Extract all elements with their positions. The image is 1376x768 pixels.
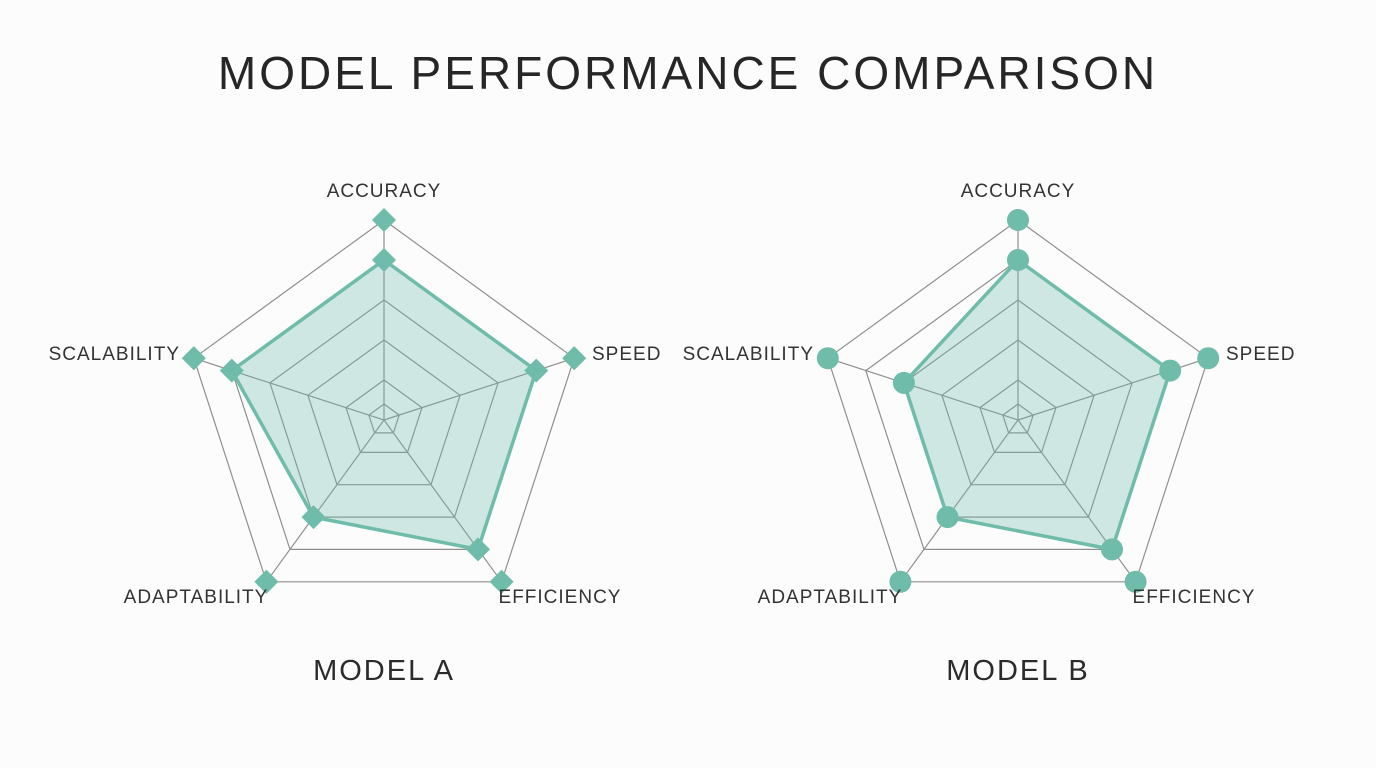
- axis-label-accuracy: ACCURACY: [327, 181, 442, 202]
- diamond-marker: [181, 346, 206, 371]
- diamond-marker: [371, 247, 397, 273]
- circle-marker: [1159, 359, 1182, 382]
- grid-ring: [368, 403, 400, 434]
- grid-ring: [193, 219, 575, 583]
- axis-label-speed: SPEED: [592, 344, 661, 365]
- grid-ring: [827, 219, 1209, 583]
- circle-marker: [892, 371, 915, 394]
- circle-marker: [816, 347, 839, 370]
- grid-ring: [345, 379, 423, 453]
- axis-label-efficiency: EFFICIENCY: [499, 587, 622, 608]
- grid-ring: [307, 339, 461, 486]
- axis-label-speed: SPEED: [1226, 344, 1295, 365]
- axis-spoke: [827, 357, 1019, 421]
- axis-label-scalability: SCALABILITY: [683, 344, 814, 365]
- circle-marker: [936, 506, 959, 529]
- axis-spoke: [899, 419, 1019, 583]
- circle-marker: [1124, 570, 1147, 593]
- data-polygon: [902, 258, 1172, 552]
- radar-chart-model-a: ACCURACY SPEED EFFICIENCY ADAPTABILITY SCALA…: [40, 150, 728, 710]
- diamond-marker: [219, 358, 244, 383]
- chart-caption-model-a: MODEL A: [313, 655, 455, 687]
- axis-label-adaptability: ADAPTABILITY: [758, 587, 903, 608]
- grid-ring: [903, 299, 1133, 518]
- axis-spoke: [265, 419, 385, 583]
- diamond-marker: [371, 207, 397, 233]
- radar-svg-model-a: ACCURACY SPEED EFFICIENCY ADAPTABILITY SCALA…: [49, 181, 661, 608]
- diamond-marker: [562, 346, 587, 371]
- grid-ring: [269, 299, 499, 518]
- axis-label-efficiency: EFFICIENCY: [1133, 587, 1256, 608]
- circle-marker: [1101, 538, 1123, 561]
- grid-ring: [1002, 403, 1034, 434]
- data-polygon: [230, 258, 538, 552]
- diamond-marker: [301, 505, 326, 530]
- circle-marker: [1007, 249, 1029, 271]
- axis-label-adaptability: ADAPTABILITY: [124, 587, 269, 608]
- axis-label-accuracy: ACCURACY: [961, 181, 1076, 202]
- grid-ring: [979, 379, 1057, 453]
- axis-label-scalability: SCALABILITY: [49, 344, 180, 365]
- circle-marker: [889, 570, 912, 593]
- chart-caption-model-b: MODEL B: [946, 655, 1090, 687]
- circle-marker: [1007, 209, 1029, 231]
- circle-marker: [1197, 347, 1220, 370]
- radar-svg-model-b: ACCURACY SPEED EFFICIENCY ADAPTABILITY SCALA…: [683, 181, 1295, 608]
- page-title: MODEL PERFORMANCE COMPARISON: [217, 47, 1159, 99]
- grid-ring: [941, 339, 1095, 486]
- diamond-marker: [465, 537, 491, 562]
- radar-chart-model-b: ACCURACY SPEED EFFICIENCY ADAPTABILITY SCALA…: [674, 150, 1362, 710]
